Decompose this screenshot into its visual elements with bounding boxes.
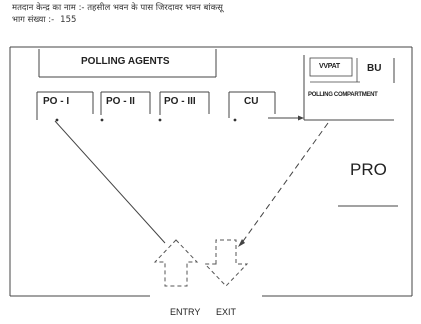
vvpat-label: VVPAT [319,63,340,70]
cu-label: CU [244,96,259,107]
polling-agents-table [38,49,217,78]
polling-compartment [303,55,395,121]
po1-dot [55,118,59,122]
po3-table [159,91,210,115]
bu-label: BU [367,63,382,74]
polling-agents-label: POLLING AGENTS [81,56,170,67]
part-number-label: भाग संख्या :- [12,15,55,25]
entry-arrow [153,239,199,287]
path-entry-to-po1 [54,120,166,244]
path-compartment-to-exit [240,122,329,245]
po2-dot [100,118,104,122]
polling-station-name: मतदान केन्द्र का नाम :- तहसील भवन के पास… [12,3,223,13]
polling-compartment-label: POLLING COMPARTMENT [308,92,378,98]
exit-label: EXIT [216,307,237,317]
vvpat-box [309,57,353,77]
po2-table [100,91,151,115]
po2-label: PO - II [106,96,135,107]
entry-label: ENTRY [170,307,201,317]
cu-table [228,91,276,118]
cu-dot [233,118,237,122]
po1-label: PO - I [43,96,70,107]
cable-arrowhead [298,115,304,121]
part-number-value: 155 [60,15,77,25]
exit-arrow [203,239,249,287]
pro-label: PRO [350,160,387,179]
path-arrowhead [238,239,245,247]
part-number-line: भाग संख्या :- 155 [12,14,76,25]
po1-table [36,91,94,120]
po3-dot [158,118,162,122]
po3-label: PO - III [164,96,196,107]
